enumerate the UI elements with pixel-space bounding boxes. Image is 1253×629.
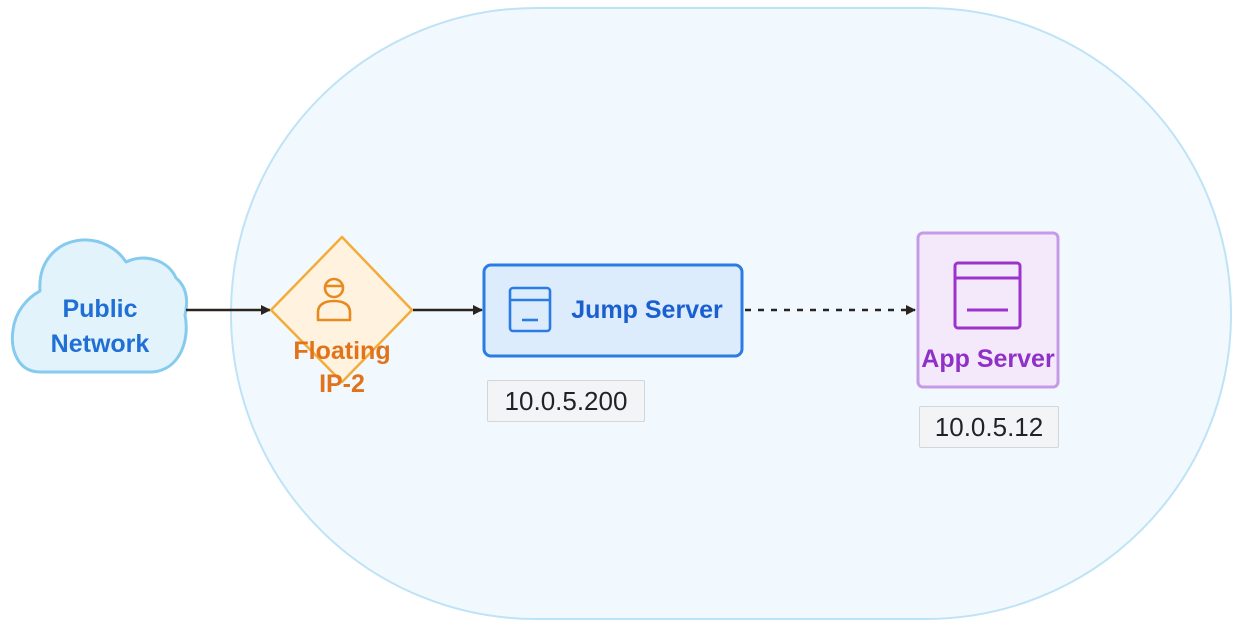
floating-ip-label-line2: IP-2 [319, 370, 365, 398]
public-network-label-line1: Public [62, 295, 137, 323]
app-server-node[interactable]: App Server [916, 231, 1060, 389]
server-window-icon [953, 261, 1022, 330]
app-server-ip: 10.0.5.12 [919, 406, 1059, 448]
jump-server-ip: 10.0.5.200 [487, 380, 645, 422]
public-network-node[interactable]: Public Network [10, 238, 189, 374]
floating-ip-label-line1: Floating [293, 337, 390, 365]
floating-ip-node[interactable]: Floating IP-2 [269, 235, 414, 398]
server-window-icon [508, 286, 552, 333]
jump-server-node[interactable]: Jump Server [482, 263, 744, 358]
jump-server-label: Jump Server [571, 296, 723, 324]
floating-ip-diamond [269, 235, 414, 384]
cloud-icon [10, 238, 189, 374]
app-server-label: App Server [921, 345, 1055, 373]
public-network-label-line2: Network [51, 330, 150, 358]
person-icon [316, 277, 352, 322]
